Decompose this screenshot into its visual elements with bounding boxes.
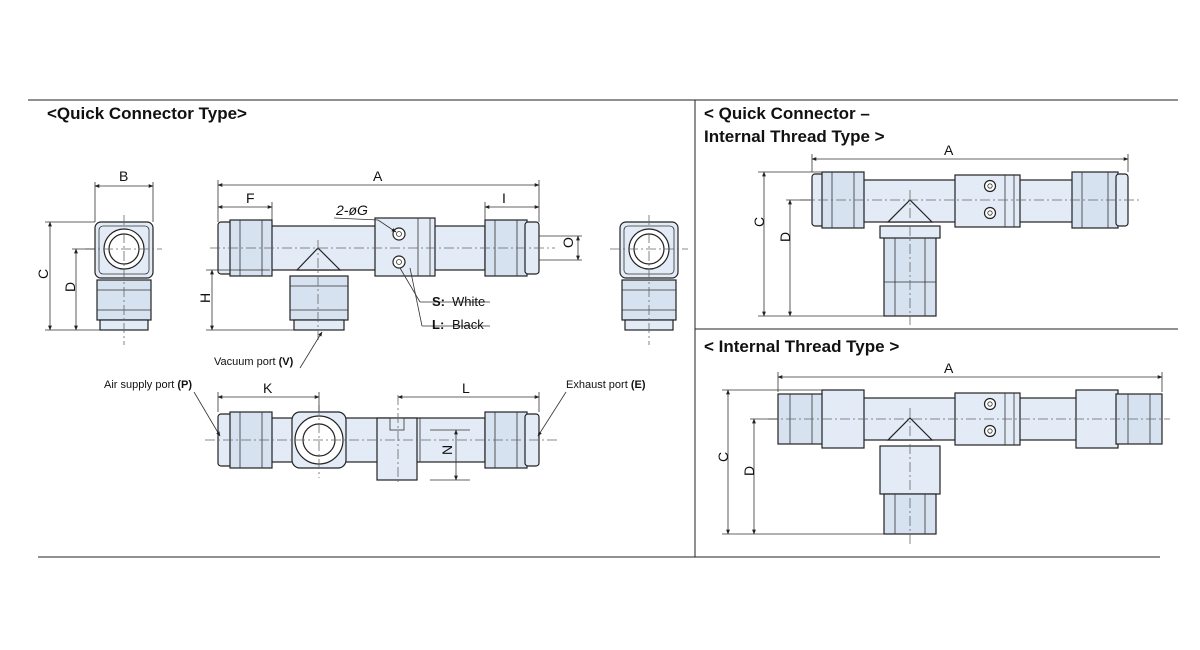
quick-internal-title-line1: < Quick Connector –	[704, 104, 870, 123]
label-G: 2-øG	[335, 202, 368, 218]
dim-O: O	[539, 235, 582, 261]
quick-internal-view	[800, 171, 1140, 325]
label-L: L	[462, 380, 470, 396]
label-B: B	[119, 168, 128, 184]
label-A: A	[373, 168, 383, 184]
dim-F: F	[217, 190, 273, 220]
side-view-left	[85, 215, 162, 345]
label-D: D	[62, 282, 78, 292]
side-view-right	[610, 215, 688, 345]
legend-l-code: L:	[432, 317, 444, 332]
internal-thread-view	[768, 389, 1170, 545]
vacuum-port-callout: Vacuum port (V)	[214, 331, 323, 369]
internal-thread-title: < Internal Thread Type >	[704, 337, 899, 356]
dim-K: K	[217, 380, 320, 412]
bottom-view	[205, 395, 560, 485]
dim-L: L	[397, 380, 540, 412]
dim-C-D-left: C D	[35, 221, 100, 331]
quick-connector-title: <Quick Connector Type>	[47, 104, 247, 123]
label-N: N	[439, 445, 455, 455]
label-C-qi: C	[751, 217, 767, 227]
label-O: O	[560, 237, 576, 248]
dim-A-internal-thread: A	[777, 360, 1163, 392]
label-H: H	[197, 293, 213, 303]
color-legend: S: White L: Black	[399, 267, 490, 332]
quick-internal-title-line2: Internal Thread Type >	[704, 127, 885, 146]
exhaust-port-callout: Exhaust port (E)	[537, 379, 646, 437]
vacuum-port-label: Vacuum port (V)	[214, 356, 294, 368]
dim-A-quick-internal: A	[811, 142, 1129, 172]
legend-l-text: Black	[452, 317, 484, 332]
legend-s-code: S:	[432, 294, 445, 309]
label-C: C	[35, 269, 51, 279]
label-D-qi: D	[777, 232, 793, 242]
dim-C-D-quick-internal: C D	[751, 171, 884, 317]
air-supply-port-callout: Air supply port (P)	[104, 379, 221, 437]
label-A-qi: A	[944, 142, 954, 158]
dim-N: N	[430, 429, 470, 481]
label-C-it: C	[715, 452, 731, 462]
label-D-it: D	[741, 466, 757, 476]
label-A-it: A	[944, 360, 954, 376]
dim-B: B	[94, 168, 154, 222]
dim-H: H	[197, 269, 294, 331]
dim-G: 2-øG	[333, 202, 397, 233]
front-view	[210, 217, 555, 340]
label-K: K	[263, 380, 273, 396]
label-I: I	[502, 190, 506, 206]
label-F: F	[246, 190, 255, 206]
legend-s-text: White	[452, 294, 485, 309]
dim-I: I	[484, 190, 540, 220]
frame	[28, 99, 1178, 558]
air-supply-port-label: Air supply port (P)	[104, 379, 192, 391]
dim-C-D-internal-thread: C D	[715, 389, 884, 535]
exhaust-port-label: Exhaust port (E)	[566, 379, 646, 391]
dim-A-front: A	[217, 168, 540, 222]
